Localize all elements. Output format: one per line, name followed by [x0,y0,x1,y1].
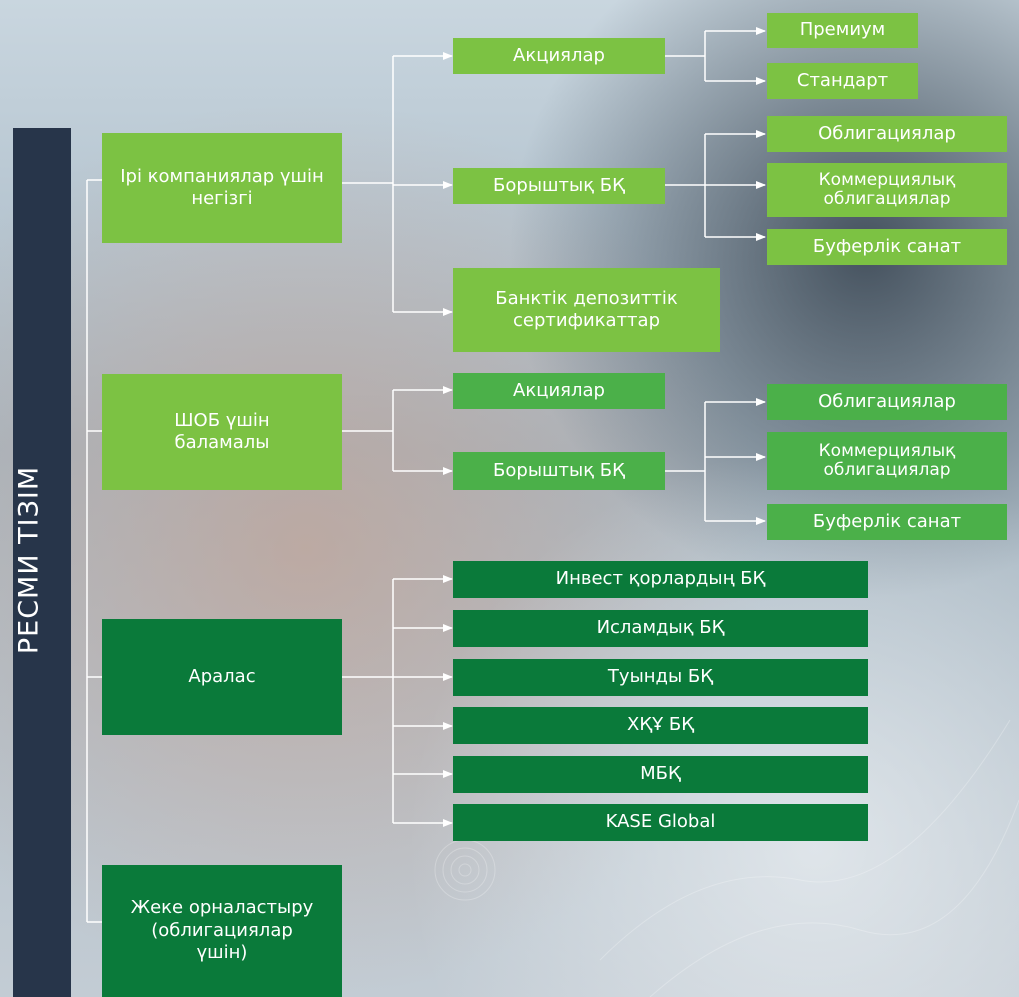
deposit-certificates-label: Банктік депозиттік сертификаттар [495,287,678,332]
mixed-box: Аралас [102,619,342,735]
large-bonds-label: Облигациялар [818,122,956,144]
large-buffer-label: Буферлік санат [812,235,962,257]
sidebar-panel [13,128,71,997]
sme-commercial-bonds-label: Коммерциялық облигациялар [818,441,956,480]
mixed-child-label: МБҚ [640,763,681,785]
sme-shares-label: Акциялар [513,379,605,401]
standard-box: Стандарт [767,63,918,99]
mixed-child-box: МБҚ [453,756,868,793]
mixed-child-box: ХҚҰ БҚ [453,707,868,744]
deposit-certificates-box: Банктік депозиттік сертификаттар [453,268,720,352]
large-commercial-bonds-box: Коммерциялық облигациялар [767,163,1007,217]
mixed-child-box: Инвест қорлардың БҚ [453,561,868,598]
mixed-child-box: KASE Global [453,804,868,841]
sidebar-title: РЕСМИ ТІЗІМ [13,465,45,655]
sme-buffer-label: Буферлік санат [812,510,962,532]
sme-box: ШОБ үшін баламалы [102,374,342,490]
sme-shares-box: Акциялар [453,373,665,409]
mixed-child-label: KASE Global [605,811,716,833]
large-commercial-bonds-label: Коммерциялық облигациялар [818,170,956,209]
mixed-child-label: Инвест қорлардың БҚ [555,568,766,590]
mixed-child-box: Туынды БҚ [453,659,868,696]
large-shares-label: Акциялар [513,44,605,66]
large-companies-box: Ірі компаниялар үшін негізгі [102,133,342,243]
mixed-label: Аралас [188,665,256,687]
sme-bonds-box: Облигациялар [767,384,1007,420]
large-debt-label: Борыштық БҚ [493,174,625,196]
sme-debt-box: Борыштық БҚ [453,452,665,490]
mixed-child-label: ХҚҰ БҚ [627,714,694,736]
private-placement-label: Жеке орналастыру (облигациялар үшін) [130,897,314,964]
sme-commercial-bonds-box: Коммерциялық облигациялар [767,432,1007,490]
large-debt-box: Борыштық БҚ [453,168,665,204]
large-shares-box: Акциялар [453,38,665,74]
sme-bonds-label: Облигациялар [818,390,956,412]
private-placement-box: Жеке орналастыру (облигациялар үшін) [102,865,342,997]
sme-label: ШОБ үшін баламалы [174,409,270,454]
large-bonds-box: Облигациялар [767,116,1007,152]
premium-box: Премиум [767,13,918,48]
standard-label: Стандарт [796,69,889,91]
mixed-child-label: Туынды БҚ [607,666,714,688]
premium-label: Премиум [799,19,886,41]
sme-debt-label: Борыштық БҚ [493,459,625,481]
large-companies-label: Ірі компаниялар үшін негізгі [120,165,324,210]
sme-buffer-box: Буферлік санат [767,504,1007,540]
large-buffer-box: Буферлік санат [767,229,1007,265]
mixed-child-box: Исламдық БҚ [453,610,868,647]
mixed-child-label: Исламдық БҚ [596,617,725,639]
